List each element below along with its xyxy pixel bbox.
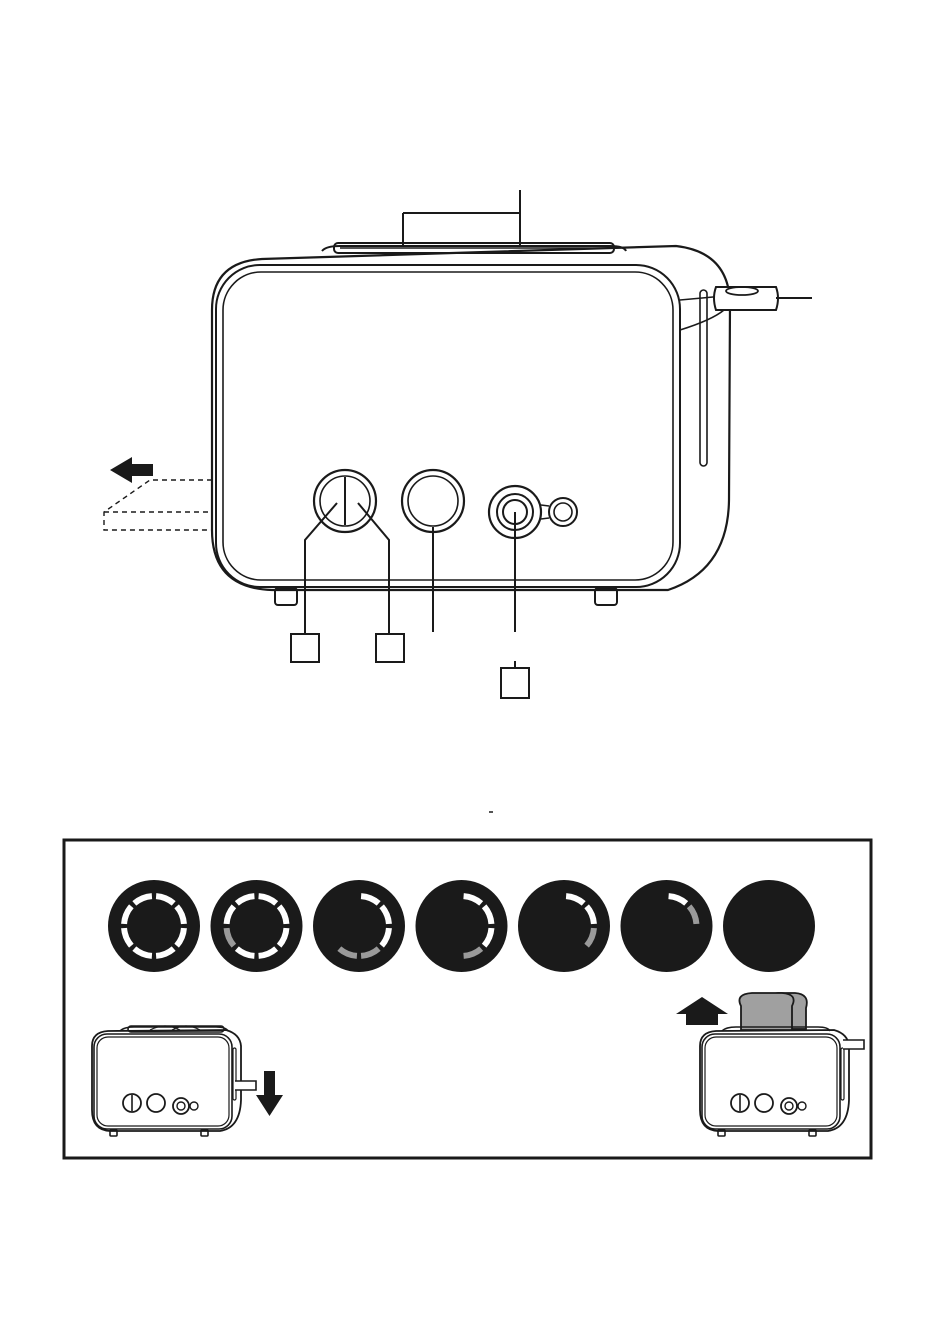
small-toaster-right: [676, 993, 864, 1136]
middle-dial: [402, 470, 464, 532]
crumb-tray: [104, 480, 212, 530]
arrow-up-icon: [676, 997, 728, 1025]
dial-disc: [723, 880, 815, 972]
browning-level-dial: [211, 880, 303, 972]
callout-lines: [305, 503, 515, 668]
browning-dial: [314, 470, 376, 532]
dial-disc: [108, 880, 200, 972]
front-panel-outer: [216, 265, 680, 587]
main-toaster: [104, 190, 812, 698]
browning-settings-row: [108, 880, 815, 972]
browning-level-dial: [723, 880, 815, 972]
browning-level-dial: [518, 880, 610, 972]
dial-disc: [416, 880, 508, 972]
dial-disc: [518, 880, 610, 972]
arrow-down-icon: [256, 1071, 283, 1116]
toaster-body: [212, 246, 730, 590]
callout-box-2: [376, 634, 404, 662]
browning-level-dial: [416, 880, 508, 972]
browning-level-dial: [313, 880, 405, 972]
toast-slice-front: [739, 993, 793, 1030]
browning-level-dial: [621, 880, 713, 972]
browning-level-dial: [108, 880, 200, 972]
dial-disc: [211, 880, 303, 972]
callout-box-1: [291, 634, 319, 662]
lever-slot: [700, 290, 707, 466]
control-knob: [489, 486, 577, 538]
arrow-left-icon: [110, 457, 153, 483]
slot-callout-line: [403, 190, 520, 246]
dial-disc: [621, 880, 713, 972]
side-lever: [714, 287, 812, 310]
callout-box-3: [501, 668, 529, 698]
front-panel-inner: [223, 272, 673, 580]
dial-disc: [313, 880, 405, 972]
small-toaster-left: [92, 1026, 256, 1136]
